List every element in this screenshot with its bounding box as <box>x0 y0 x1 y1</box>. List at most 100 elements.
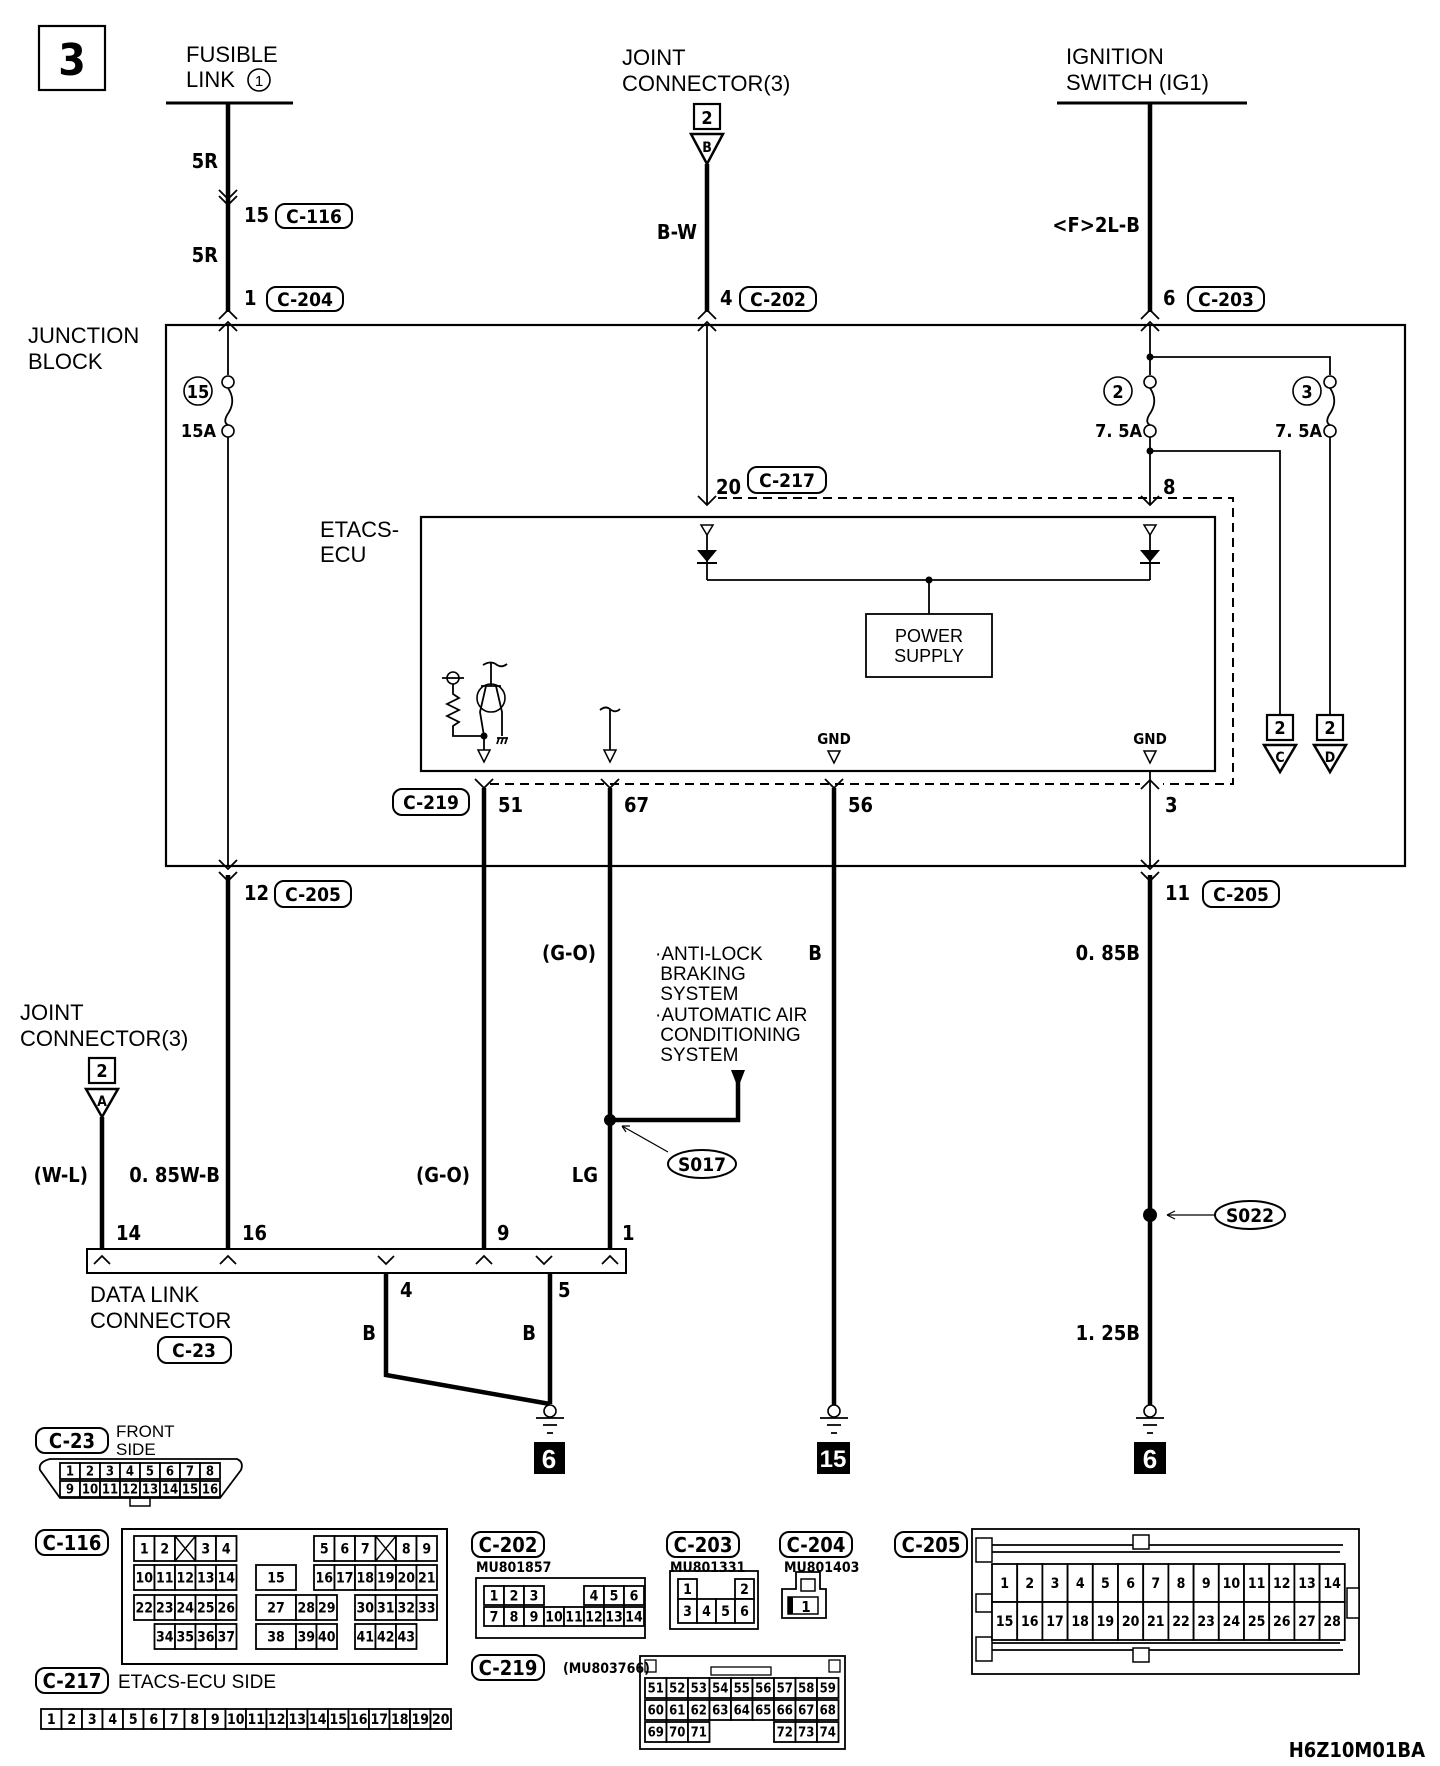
view-c217-label[interactable]: C-217 <box>43 1669 102 1693</box>
etacs-ecu <box>419 515 1217 773</box>
dlc-c23-pill <box>157 1336 232 1364</box>
view-c23-label[interactable]: C-23 <box>49 1429 95 1453</box>
wire-5r-lower-color: 5R <box>192 243 219 267</box>
c205-left-label[interactable]: C-205 <box>285 884 341 906</box>
view-c205-pin-14: 14 <box>1323 1576 1341 1592</box>
view-c116-pin-23: 23 <box>156 1601 174 1617</box>
ref-c-wire <box>1150 450 1281 715</box>
view-c23-pin-14: 14 <box>162 1483 178 1498</box>
branch-note-line-5: CONDITIONING <box>655 1025 801 1046</box>
view-c116-pin-18: 18 <box>356 1571 374 1587</box>
view-c203-pin-3: 3 <box>683 1604 692 1620</box>
view-c202-label[interactable]: C-202 <box>479 1533 538 1557</box>
c219-label[interactable]: C-219 <box>403 792 459 814</box>
view-c219-pin-51: 51 <box>648 1682 664 1697</box>
view-c219-pin-69: 69 <box>648 1726 664 1741</box>
view-c205-pin-24: 24 <box>1223 1614 1241 1630</box>
view-c203-label[interactable]: C-203 <box>674 1533 733 1557</box>
view-c219-pin-60: 60 <box>648 1704 664 1719</box>
joint-connector-left-page-ref[interactable]: 2 <box>96 1061 107 1082</box>
splice-s017-label[interactable]: S017 <box>678 1154 726 1176</box>
wire-pin56-color: B <box>808 941 822 965</box>
splice-s022-label[interactable]: S022 <box>1226 1205 1274 1227</box>
c205-pin-12: 12 <box>244 881 269 905</box>
view-c116-label[interactable]: C-116 <box>43 1531 102 1555</box>
connector-dashed-outline-right <box>718 497 1234 785</box>
wire-s017-branch[interactable] <box>610 1076 741 1123</box>
c203-label[interactable]: C-203 <box>1198 289 1254 311</box>
view-c205-pill <box>894 1531 968 1558</box>
s017-leader <box>621 1125 669 1153</box>
ground-6-left-label[interactable]: 6 <box>542 1444 556 1474</box>
view-c219-latch-left <box>644 1659 657 1673</box>
branch-note-line-1: ·ANTI-LOCK <box>655 944 763 965</box>
c219-pill <box>392 788 470 816</box>
view-c23-key <box>129 1497 151 1507</box>
ref-c-page[interactable]: 2 <box>1274 718 1285 739</box>
ground-15: 15 <box>817 1404 850 1474</box>
ref-c-triangle <box>1261 743 1299 775</box>
c204-label[interactable]: C-204 <box>277 289 333 311</box>
c217-label[interactable]: C-217 <box>759 470 815 492</box>
view-c202-pill <box>471 1531 545 1558</box>
view-c116-pin-5: 5 <box>320 1542 329 1558</box>
view-c202-pin-12: 12 <box>585 1610 603 1626</box>
drawing-code: H6Z10M01BA <box>1289 1738 1425 1762</box>
c205-pin-11: 11 <box>1165 881 1190 905</box>
joint-connector-top-label-1: JOINT <box>622 45 686 70</box>
view-c205-pin-10: 10 <box>1223 1576 1241 1592</box>
view-c219-label[interactable]: C-219 <box>479 1656 538 1680</box>
s017-leader-arrow <box>621 1125 630 1133</box>
view-c116-pin-22: 22 <box>135 1601 153 1617</box>
view-c23-pin-7: 7 <box>186 1465 194 1480</box>
fuse-15-terminal-top <box>221 375 235 389</box>
view-c219-latch-right <box>828 1659 841 1673</box>
c205-right-label[interactable]: C-205 <box>1213 884 1269 906</box>
view-c219-pin-54: 54 <box>712 1682 728 1697</box>
view-c116-pin-27: 27 <box>267 1601 285 1617</box>
joint-connector-top-terminal: B <box>702 140 712 156</box>
fuse-3-rating: 7. 5A <box>1275 421 1322 442</box>
view-c205-pin-6: 6 <box>1126 1576 1135 1592</box>
view-c116-pin-27-cell <box>255 1594 297 1621</box>
view-c219-pin-55: 55 <box>734 1682 750 1697</box>
wire-dlc-pin4-b[interactable] <box>383 1273 551 1407</box>
c205-left-pill <box>274 880 352 908</box>
ground-6-right-label[interactable]: 6 <box>1143 1444 1157 1474</box>
view-c205-pin-17-cell <box>1041 1601 1069 1641</box>
view-c217-pin-20-cell <box>429 1708 452 1730</box>
view-c204-label[interactable]: C-204 <box>787 1533 846 1557</box>
ref-d-page[interactable]: 2 <box>1324 718 1335 739</box>
wire-5r-upper-color: 5R <box>192 149 219 173</box>
view-c217-pin-7: 7 <box>170 1712 179 1728</box>
view-c205-pin-20: 20 <box>1122 1614 1140 1630</box>
c116-label[interactable]: C-116 <box>286 206 342 228</box>
ground-6-left: 6 <box>534 1404 565 1474</box>
gnd-left-terminal-icon <box>826 750 842 765</box>
ground-15-badge <box>817 1442 850 1474</box>
view-c205-label[interactable]: C-205 <box>902 1533 961 1557</box>
view-c23-pin-6: 6 <box>166 1465 174 1480</box>
view-c116-pin-25: 25 <box>197 1601 215 1617</box>
dlc-pin9-mark <box>475 1254 493 1265</box>
joint-connector-top-page-ref[interactable]: 2 <box>701 108 712 129</box>
view-c116-pin-37-cell <box>215 1623 238 1650</box>
view-c116-pin-33: 33 <box>418 1601 436 1617</box>
c217-pill <box>747 466 827 494</box>
view-c205-pin-4-cell <box>1066 1563 1094 1603</box>
ground-15-label[interactable]: 15 <box>820 1446 847 1473</box>
branch-note-line-4: ·AUTOMATIC AIR <box>655 1005 807 1026</box>
view-c116-pin-20: 20 <box>397 1571 415 1587</box>
c217-pin-8: 8 <box>1163 475 1176 499</box>
c202-label[interactable]: C-202 <box>750 289 806 311</box>
dlc-c23-label[interactable]: C-23 <box>172 1340 216 1362</box>
view-c205-pin-18: 18 <box>1071 1614 1089 1630</box>
diode-right-icon <box>1140 550 1160 562</box>
view-c205-pin-9-cell <box>1192 1563 1220 1603</box>
view-c116-pin-36: 36 <box>197 1630 215 1646</box>
ground-6-left-icon <box>536 1417 564 1434</box>
fuse-15-terminal-bottom <box>221 424 235 438</box>
